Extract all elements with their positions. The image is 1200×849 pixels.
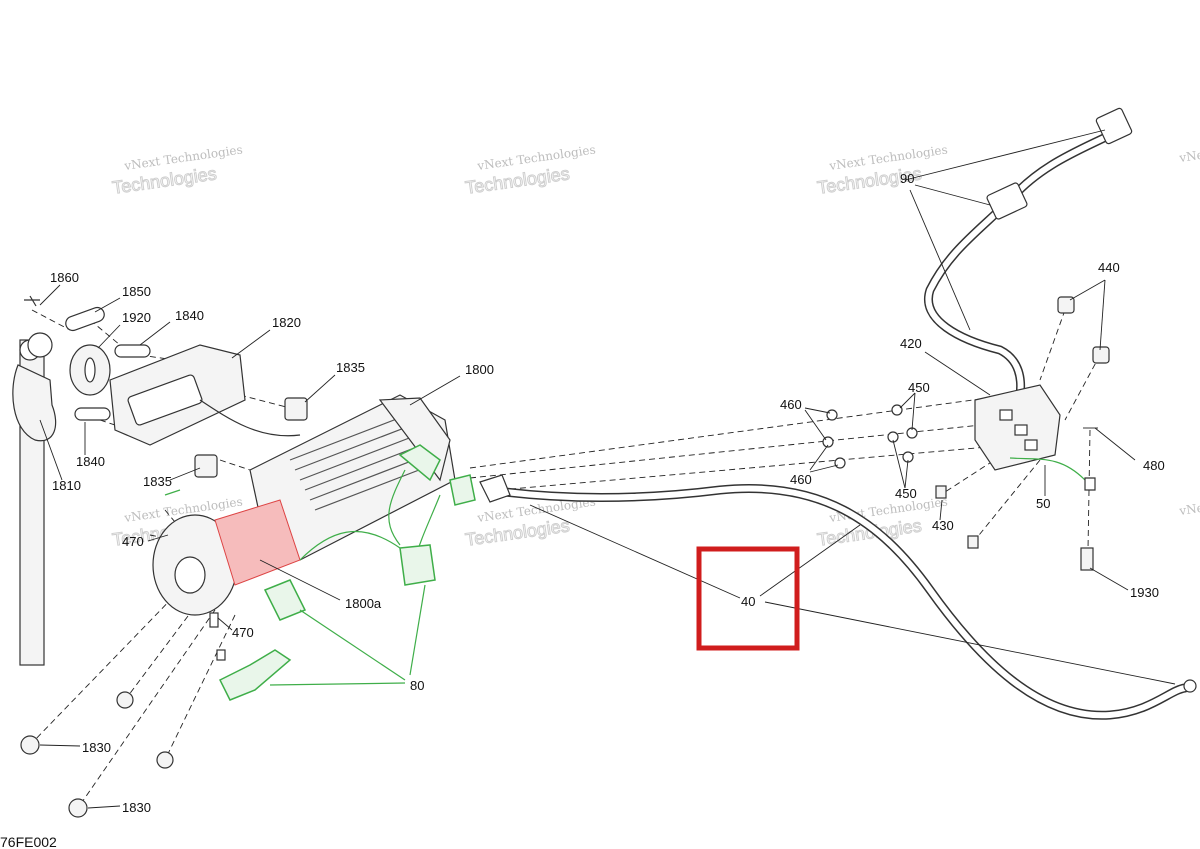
harness-small-pin [164,489,181,496]
screw-1830-c [156,751,174,769]
cotter-pin [24,295,40,307]
callout-1840-top[interactable]: 1840 [175,308,204,323]
winch-hook [12,364,57,442]
callout-470-bottom[interactable]: 470 [232,625,254,640]
callout-440[interactable]: 440 [1098,260,1120,275]
watermark: vNext Technologies Technologies [463,495,596,551]
callout-420[interactable]: 420 [900,336,922,351]
clevis-pin [65,306,105,332]
connector-90-b [986,182,1028,220]
watermark: vNext Technologies [1177,488,1200,519]
callout-1860[interactable]: 1860 [50,270,79,285]
nut-1835 [194,397,308,478]
clevis [27,332,53,358]
fairlead-bolt-top [114,344,151,358]
fasteners-right [822,296,1110,571]
contactor-420 [974,384,1096,491]
screw-1830-b [20,735,40,755]
callout-1800[interactable]: 1800 [465,362,494,377]
contactor-terminal-1 [999,409,1013,421]
washer-470 [216,649,226,661]
motor-end-cap [174,556,206,594]
fairlead [74,344,301,446]
callout-450-bottom[interactable]: 450 [895,486,917,501]
hook-assembly [12,295,111,666]
callout-1830-bottom[interactable]: 1830 [122,800,151,815]
harness-terminal [399,544,436,586]
cable-90 [923,107,1133,400]
callout-1800a[interactable]: 1800a [345,596,382,611]
harness-lug [218,649,292,701]
contactor-terminal-3 [1024,439,1038,451]
watermark-line1: vNext Technologies [1177,488,1200,519]
highlight-box [696,546,800,651]
harness-wire-3 [299,530,401,561]
nut-460-c [834,457,846,469]
callout-80[interactable]: 80 [410,678,424,693]
callout-50[interactable]: 50 [1036,496,1050,511]
contactor-terminal-2 [1014,424,1028,436]
callout-430[interactable]: 430 [932,518,954,533]
diagram-code: 76FE002 [0,834,57,849]
callout-450-top[interactable]: 450 [908,380,930,395]
callout-470-left[interactable]: 470 [122,534,144,549]
callout-480[interactable]: 480 [1143,458,1165,473]
callout-1820[interactable]: 1820 [272,315,301,330]
watermark: vNext Technologies Technologies [110,143,243,199]
nut-460-a [826,409,838,421]
callout-90[interactable]: 90 [900,171,914,186]
callout-1930[interactable]: 1930 [1130,585,1159,600]
watermark: vNext Technologies [1177,135,1200,166]
screw-1830-d [68,798,88,818]
callout-1830-top[interactable]: 1830 [82,740,111,755]
assembly-lines [29,309,1101,806]
leader-lines [39,129,1176,809]
callout-1835-top[interactable]: 1835 [336,360,365,375]
fairlead-wire [199,399,301,437]
screw-430-a [935,485,947,499]
harness-connector-1 [398,444,441,482]
screw-1830-a [116,691,134,709]
connector-90-a [1095,107,1133,145]
callout-1835-bottom[interactable]: 1835 [143,474,172,489]
screw-470 [209,612,219,628]
callout-460-bottom[interactable]: 460 [790,472,812,487]
ground-terminal [1084,477,1096,491]
callout-labels: 1860 1850 1920 1840 1820 1835 1800 1840 … [50,171,1165,815]
watermark-line1: vNext Technologies [1177,135,1200,166]
cable-40-lug [1183,679,1197,693]
screws [20,612,226,818]
harness-terminal-2 [263,579,307,621]
hook-stopper-slot [84,357,96,383]
callout-1920[interactable]: 1920 [122,310,151,325]
nut-1835-top [284,397,308,421]
bolt-1930 [1080,547,1094,571]
watermark: vNext Technologies Technologies [463,143,596,199]
washer-450-c [887,431,899,443]
cable-40 [479,474,1197,720]
screw-430-b [967,535,979,549]
harness-80 [164,444,476,701]
ground-wire-50 [1009,457,1086,481]
callout-1840-bottom[interactable]: 1840 [76,454,105,469]
fuse-440-a [1057,296,1075,314]
cable-40-end-a [479,474,511,503]
callout-1850[interactable]: 1850 [122,284,151,299]
fairlead-bolt-bottom [74,407,111,421]
fuse-440-b [1092,346,1110,364]
callout-460-top[interactable]: 460 [780,397,802,412]
callout-1810[interactable]: 1810 [52,478,81,493]
washer-450-a [891,404,903,416]
callout-40[interactable]: 40 [741,594,755,609]
fairlead-roller [127,374,203,426]
harness-wire-1 [388,469,406,546]
harness-connector-2 [449,474,476,506]
nut-1835-bottom [194,454,218,478]
